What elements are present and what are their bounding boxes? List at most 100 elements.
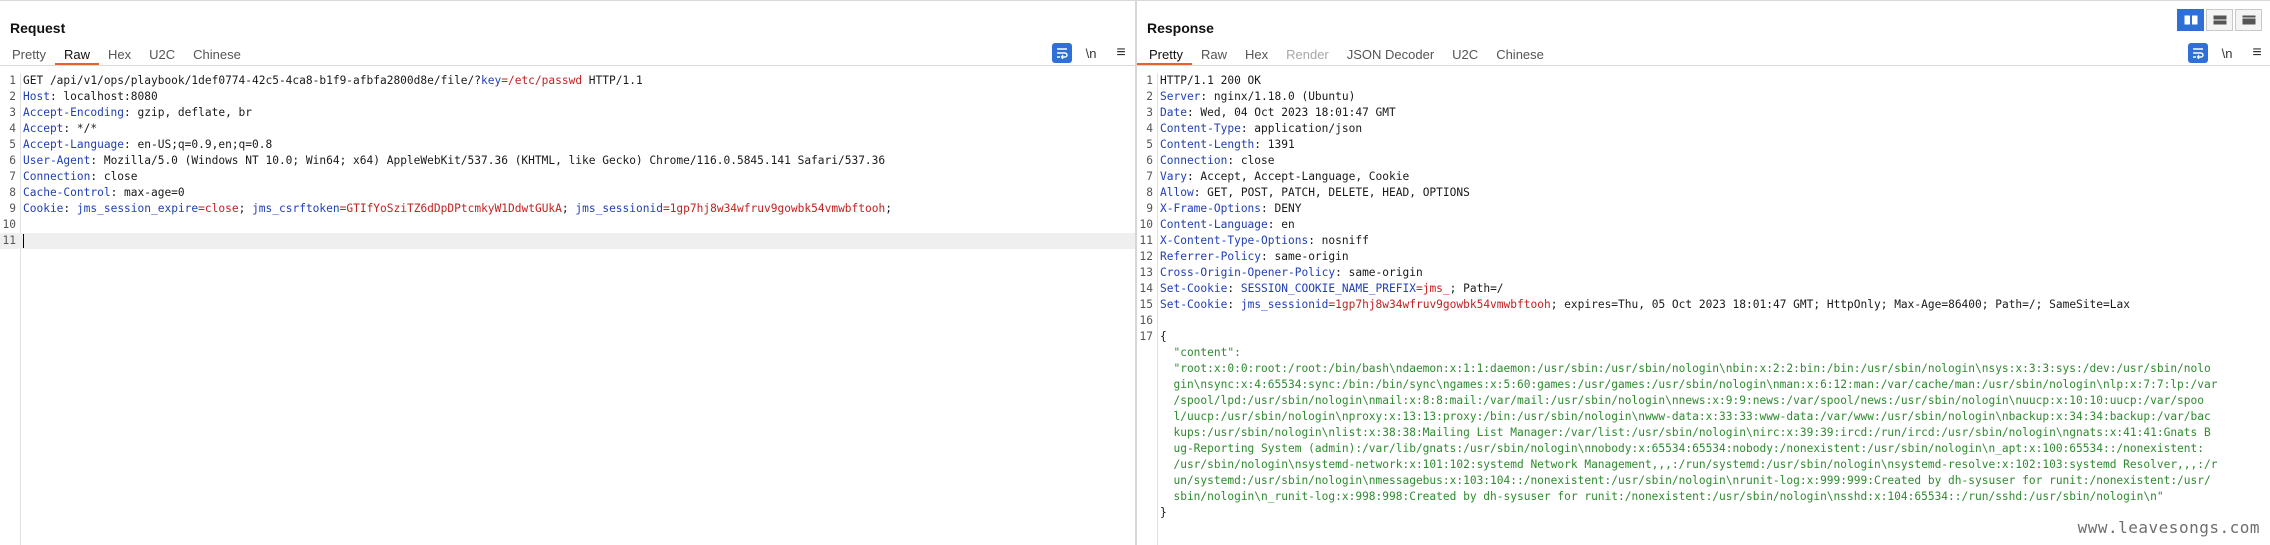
- response-tab-hex[interactable]: Hex: [1244, 47, 1269, 62]
- code-token: =1gp7hj8w34wfruv9gowbk54vmwbftooh: [662, 202, 886, 215]
- code-token: Server: [1160, 90, 1201, 103]
- response-line: "root:x:0:0:root:/root:/bin/bash\ndaemon…: [1137, 361, 2270, 377]
- response-tools: \n ≡: [2180, 43, 2268, 63]
- code-token: : DENY: [1261, 202, 1302, 215]
- tabbed-icon[interactable]: [2235, 9, 2262, 31]
- line-code: Referrer-Policy: same-origin: [1160, 249, 1349, 265]
- line-number: 7: [9, 170, 16, 183]
- code-token: : GET, POST, PATCH, DELETE, HEAD, OPTION…: [1193, 186, 1470, 199]
- line-code: /usr/sbin/nologin\nsystemd-network:x:101…: [1160, 457, 2217, 473]
- response-line: /usr/sbin/nologin\nsystemd-network:x:101…: [1137, 457, 2270, 473]
- code-token: Connection: [23, 170, 91, 183]
- line-number: 9: [1146, 202, 1153, 215]
- code-token: Accept-Language: [23, 138, 125, 151]
- word-wrap-icon[interactable]: [1052, 43, 1072, 63]
- code-token: : en-US;q=0.9,en;q=0.8: [124, 138, 273, 151]
- code-token: Accept-Encoding: [23, 106, 125, 119]
- response-tab-raw[interactable]: Raw: [1200, 47, 1227, 62]
- response-line: }: [1137, 505, 2270, 521]
- code-token: : Wed, 04 Oct 2023 18:01:47 GMT: [1186, 106, 1396, 119]
- line-code: }: [1160, 505, 1167, 521]
- response-line: 16: [1137, 313, 2270, 329]
- line-number: 3: [9, 106, 16, 119]
- line-number: 10: [1139, 218, 1153, 231]
- code-token: Connection: [1160, 154, 1228, 167]
- line-number: 8: [1146, 186, 1153, 199]
- newline-toggle-icon[interactable]: \n: [1085, 45, 1097, 61]
- code-token: Set-Cookie: [1160, 298, 1228, 311]
- code-token: User-Agent: [23, 154, 91, 167]
- code-token: kups:/usr/sbin/nologin\nlist:x:38:38:Mai…: [1160, 426, 2211, 439]
- line-code: l/uucp:/usr/sbin/nologin\nproxy:x:13:13:…: [1160, 409, 2210, 425]
- menu-icon[interactable]: ≡: [1116, 44, 1126, 61]
- line-number: 11: [1139, 234, 1153, 247]
- request-tab-pretty[interactable]: Pretty: [12, 47, 46, 62]
- line-code: Allow: GET, POST, PATCH, DELETE, HEAD, O…: [1160, 185, 1470, 201]
- code-token: ;: [885, 202, 892, 215]
- code-token: : localhost:8080: [49, 90, 158, 103]
- line-code: GET /api/v1/ops/playbook/1def0774-42c5-4…: [23, 73, 643, 89]
- code-token: /usr/sbin/nologin\nsystemd-network:x:101…: [1160, 458, 2218, 471]
- response-tab-u2c[interactable]: U2C: [1452, 47, 1479, 62]
- line-number: 11: [2, 234, 16, 247]
- code-token: /spool/lpd:/usr/sbin/nologin\nmail:x:8:8…: [1160, 394, 2204, 407]
- response-line: sbin/nologin\n_runit-log:x:998:998:Creat…: [1137, 489, 2270, 505]
- code-token: : nginx/1.18.0 (Ubuntu): [1200, 90, 1356, 103]
- code-token: =1gp7hj8w34wfruv9gowbk54vmwbftooh: [1328, 298, 1551, 311]
- newline-toggle-icon[interactable]: \n: [2221, 45, 2233, 61]
- line-code: [23, 233, 24, 249]
- code-token: : nosniff: [1308, 234, 1369, 247]
- request-tab-u2c[interactable]: U2C: [149, 47, 176, 62]
- response-line: 11 X-Content-Type-Options: nosniff: [1137, 233, 2270, 249]
- line-number: 12: [1139, 250, 1153, 263]
- code-token: =jms_: [1415, 282, 1450, 295]
- code-token: sbin/nologin\n_runit-log:x:998:998:Creat…: [1160, 490, 2164, 503]
- line-number: 15: [1139, 298, 1153, 311]
- code-token: : close: [90, 170, 138, 183]
- line-code: Cookie: jms_session_expire=close; jms_cs…: [23, 201, 892, 217]
- code-token: Date: [1160, 106, 1187, 119]
- line-number: 10: [2, 218, 16, 231]
- line-number: 5: [9, 138, 16, 151]
- code-token: key: [481, 74, 502, 87]
- response-line: 8 Allow: GET, POST, PATCH, DELETE, HEAD, …: [1137, 185, 2270, 201]
- request-tab-hex[interactable]: Hex: [107, 47, 132, 62]
- line-code: HTTP/1.1 200 OK: [1160, 73, 1261, 89]
- line-number: 1: [9, 74, 16, 87]
- code-token: HTTP/1.1: [582, 74, 643, 87]
- response-tab-json-decoder[interactable]: JSON Decoder: [1346, 47, 1435, 62]
- code-token: {: [1160, 330, 1167, 343]
- request-editor[interactable]: 1 GET /api/v1/ops/playbook/1def0774-42c5-…: [0, 73, 1135, 545]
- response-tab-chinese[interactable]: Chinese: [1496, 47, 1544, 62]
- request-tab-raw[interactable]: Raw: [54, 45, 99, 65]
- request-line: 3 Accept-Encoding: gzip, deflate, br: [0, 105, 1135, 121]
- code-token: : 1391: [1254, 138, 1295, 151]
- code-token: : close: [1227, 154, 1275, 167]
- request-tabs: Pretty Raw Hex U2C Chinese: [0, 45, 250, 65]
- side-by-side-icon[interactable]: [2177, 9, 2204, 31]
- code-token: ug-Reporting System (admin):/var/lib/gna…: [1160, 442, 2204, 455]
- word-wrap-icon[interactable]: [2188, 43, 2208, 63]
- line-number: 7: [1146, 170, 1153, 183]
- response-tab-pretty[interactable]: Pretty: [1137, 45, 1192, 65]
- line-code: "root:x:0:0:root:/root:/bin/bash\ndaemon…: [1160, 361, 2210, 377]
- line-code: Content-Type: application/json: [1160, 121, 1362, 137]
- stacked-icon[interactable]: [2206, 9, 2233, 31]
- code-token: =/etc/passwd: [501, 74, 583, 87]
- code-token: jms_sessionid: [575, 202, 663, 215]
- line-code: Accept-Encoding: gzip, deflate, br: [23, 105, 252, 121]
- code-token: jms_csrftoken: [252, 202, 340, 215]
- code-token: X-Content-Type-Options: [1160, 234, 1309, 247]
- pane-divider[interactable]: [1135, 1, 1137, 545]
- response-tab-render[interactable]: Render: [1286, 47, 1329, 62]
- menu-icon[interactable]: ≡: [2252, 44, 2262, 61]
- request-tab-chinese[interactable]: Chinese: [193, 47, 241, 62]
- line-code: Server: nginx/1.18.0 (Ubuntu): [1160, 89, 1355, 105]
